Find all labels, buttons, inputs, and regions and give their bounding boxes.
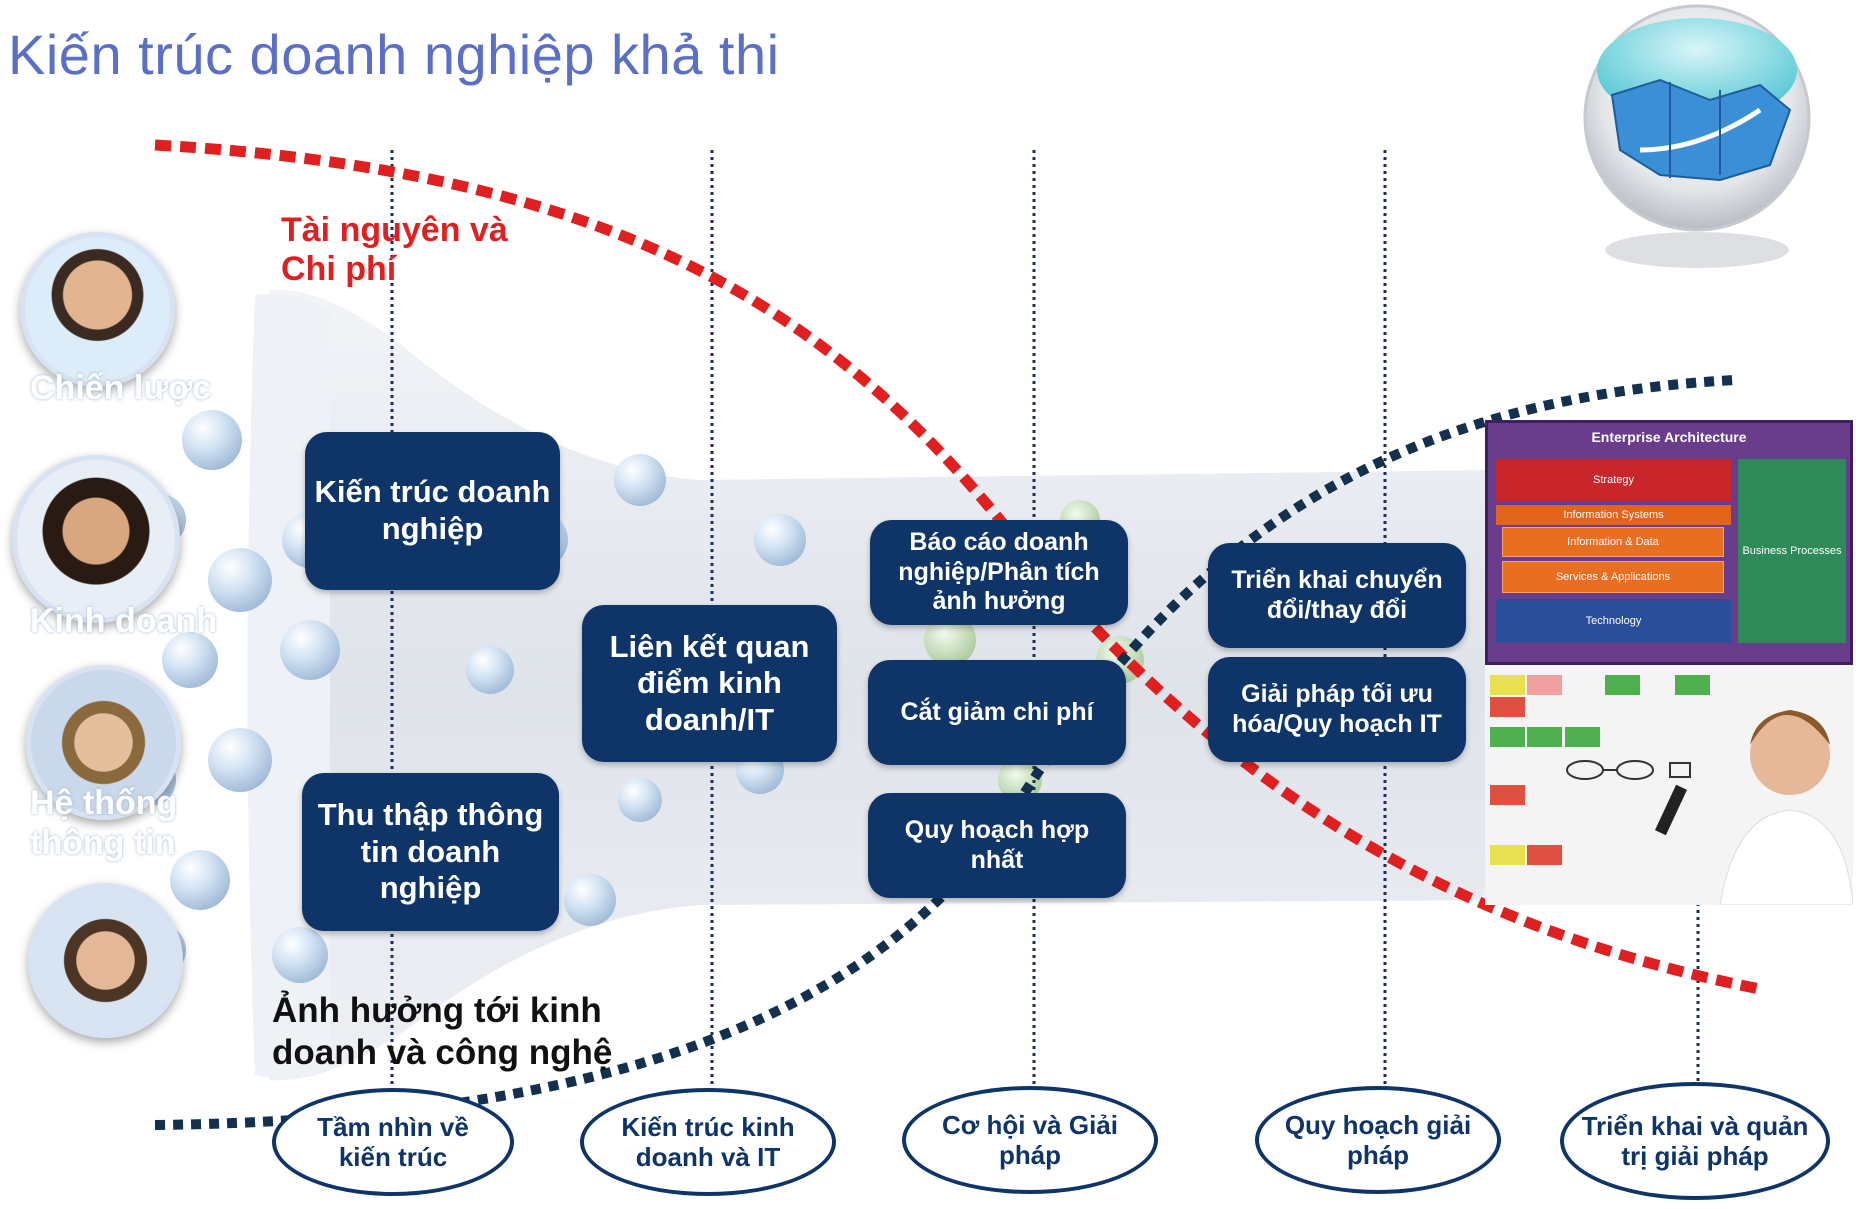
box-optimize: Giải pháp tối ưu hóa/Quy hoạch IT (1208, 657, 1466, 762)
box-link-views: Liên kết quan điểm kinh doanh/IT (582, 605, 837, 762)
ea-business-processes: Business Processes (1738, 459, 1846, 643)
box-consolidation: Quy hoạch hợp nhất (868, 793, 1126, 898)
side-label-systems-1: Hệ thống (30, 784, 178, 822)
red-curve (154, 139, 1767, 996)
whiteboard-illustration (1490, 675, 1853, 905)
box-deploy-change: Triển khai chuyển đổi/thay đổi (1208, 543, 1466, 648)
phase-solution-planning: Quy hoạch giải pháp (1255, 1086, 1501, 1194)
avatar-systems (26, 665, 181, 820)
box-enterprise-architecture: Kiến trúc doanh nghiệp (305, 432, 560, 590)
avatar-person-4 (28, 883, 183, 1038)
phase-architecture-vision: Tầm nhìn về kiến trúc (272, 1088, 514, 1196)
box-collect-info: Thu thập thông tin doanh nghiệp (302, 773, 559, 931)
avatar-strategy (20, 232, 175, 387)
ea-services-applications: Services & Applications (1502, 561, 1724, 593)
box-impact-report: Báo cáo doanh nghiệp/Phân tích ảnh hưởng (870, 520, 1128, 625)
enterprise-architecture-diagram: Enterprise Architecture Strategy Informa… (1485, 420, 1853, 665)
ea-title: Enterprise Architecture (1591, 429, 1747, 445)
resources-cost-label: Tài nguyên và Chi phí (281, 211, 508, 289)
side-label-strategy: Chiến lược (30, 369, 212, 407)
phase-business-it-architecture: Kiến trúc kinh doanh và IT (580, 1088, 836, 1196)
avatar-business (12, 455, 180, 623)
side-label-business: Kinh doanh (30, 602, 217, 640)
business-tech-impact-label: Ảnh hưởng tới kinh doanh và công nghệ (272, 991, 613, 1072)
ea-information-data: Information & Data (1502, 527, 1724, 557)
phase-opportunities-solutions: Cơ hội và Giải pháp (902, 1086, 1158, 1194)
ea-information-systems: Information Systems (1496, 505, 1731, 525)
side-label-systems-2: thông tin (30, 824, 176, 862)
whiteboard-photo (1485, 665, 1853, 905)
ea-technology: Technology (1496, 599, 1731, 643)
page-title: Kiến trúc doanh nghiệp khả thi (8, 23, 780, 86)
globe-icon (1583, 4, 1811, 268)
box-cost-cut: Cắt giảm chi phí (868, 660, 1126, 765)
ea-strategy: Strategy (1496, 459, 1731, 501)
phase-deploy-governance: Triển khai và quản trị giải pháp (1560, 1082, 1830, 1200)
